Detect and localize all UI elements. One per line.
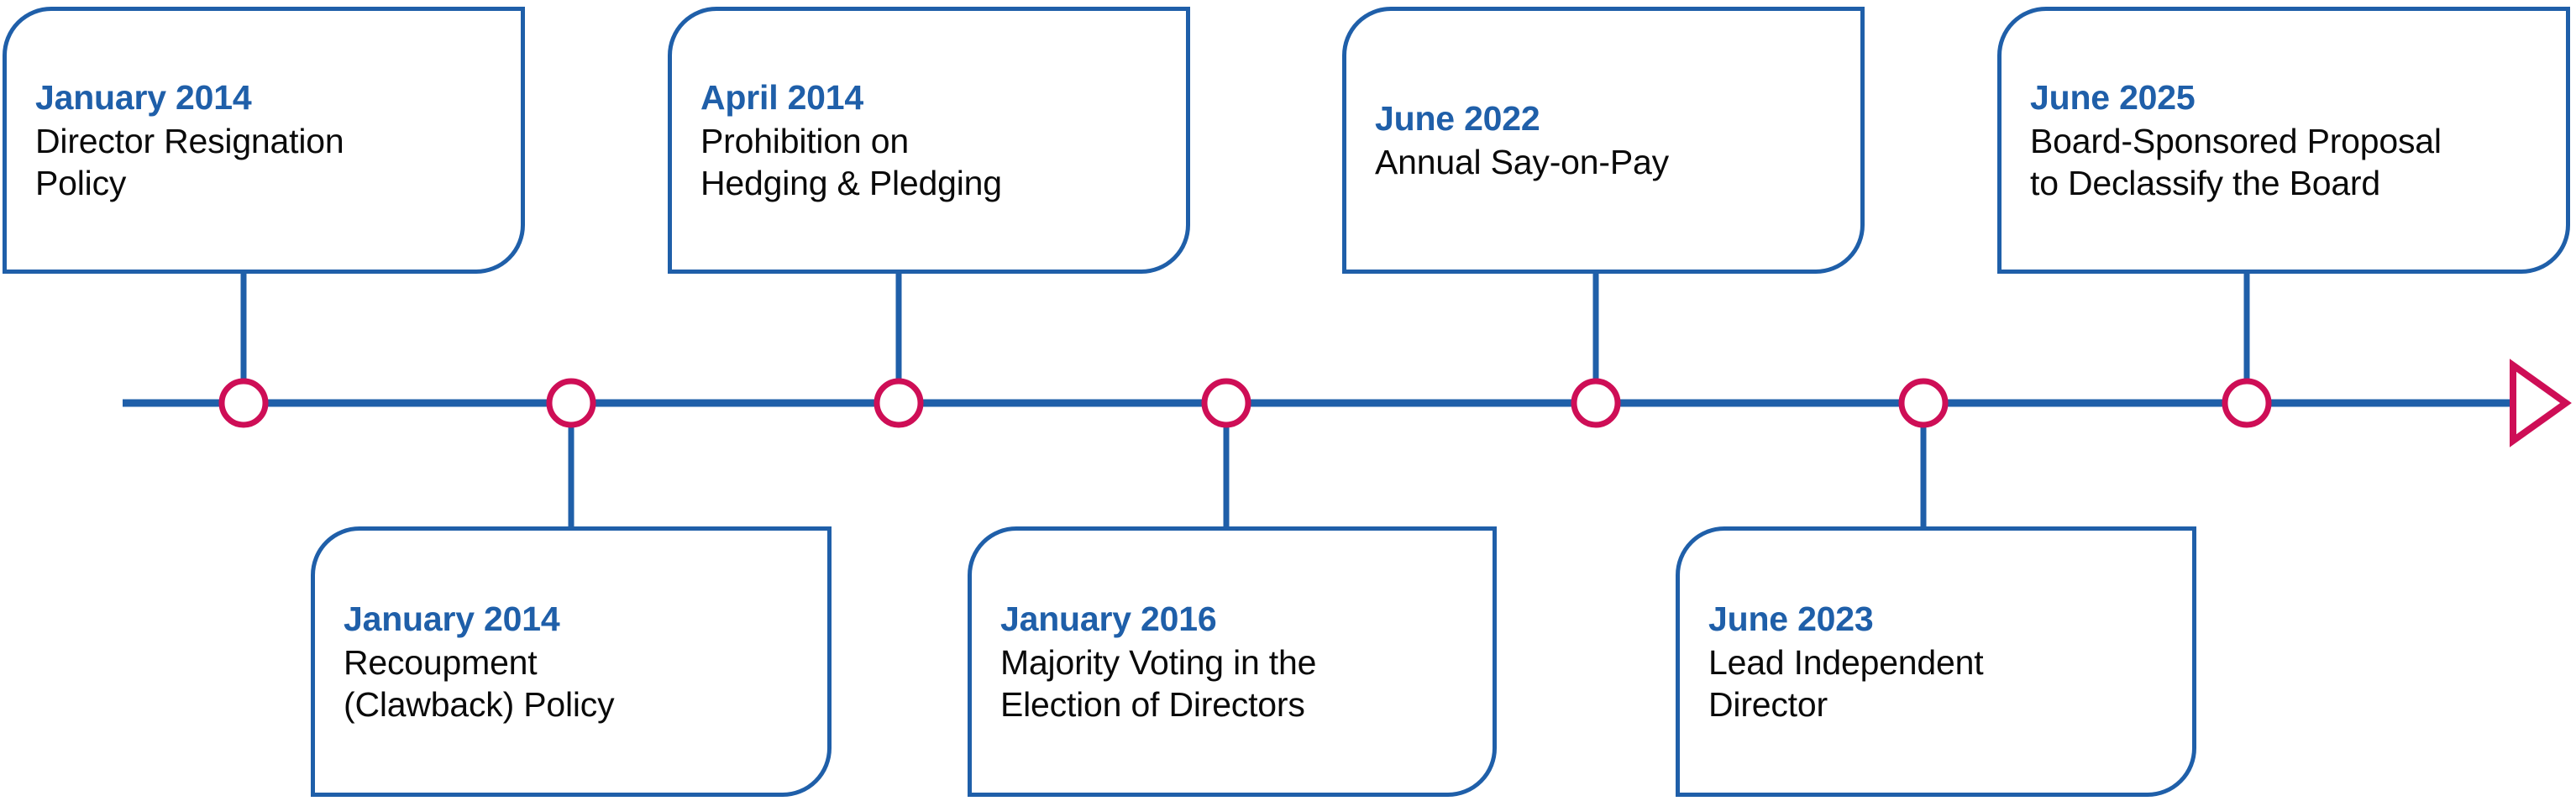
milestone-label: Annual Say-on-Pay: [1375, 141, 1832, 183]
milestone-label: Lead Independent Director: [1708, 641, 2164, 725]
milestone-label-line: Annual Say-on-Pay: [1375, 143, 1669, 181]
timeline-node-7[interactable]: [2222, 378, 2272, 428]
milestone-label: Prohibition on Hedging & Pledging: [700, 120, 1157, 204]
milestone-date: June 2023: [1708, 599, 1874, 638]
milestone-label-line: Prohibition on: [700, 121, 909, 160]
milestone-card-annual-say-on-pay[interactable]: June 2022 Annual Say-on-Pay: [1342, 7, 1865, 274]
timeline-node-1[interactable]: [218, 378, 269, 428]
milestone-label-line: Recoupment: [344, 642, 538, 682]
milestone-card-prohibition-hedging-pledging[interactable]: April 2014 Prohibition on Hedging & Pled…: [668, 7, 1190, 274]
timeline-node-3[interactable]: [874, 378, 924, 428]
milestone-date: June 2022: [1375, 98, 1540, 138]
milestone-date: June 2025: [2030, 77, 2196, 117]
milestone-card-majority-voting-election-directors[interactable]: January 2016 Majority Voting in the Elec…: [968, 526, 1497, 797]
timeline-node-4[interactable]: [1201, 378, 1251, 428]
milestone-card-board-sponsored-proposal-declassify[interactable]: June 2025 Board-Sponsored Proposal to De…: [1997, 7, 2570, 274]
timeline-arrow-icon: [2510, 359, 2572, 448]
timeline-node-5[interactable]: [1571, 378, 1621, 428]
milestone-label-line: Policy: [35, 164, 127, 202]
milestone-label: Recoupment (Clawback) Policy: [344, 641, 799, 725]
timeline-node-6[interactable]: [1898, 378, 1949, 428]
milestone-label-line: Majority Voting in the: [1000, 642, 1317, 682]
timeline-node-2[interactable]: [546, 378, 596, 428]
milestone-date: January 2014: [35, 77, 252, 117]
milestone-label: Director Resignation Policy: [35, 120, 492, 204]
milestone-card-recoupment-clawback-policy[interactable]: January 2014 Recoupment (Clawback) Polic…: [311, 526, 832, 797]
milestone-label-line: Board-Sponsored Proposal: [2030, 121, 2442, 160]
milestone-label-line: to Declassify the Board: [2030, 164, 2380, 202]
milestone-label-line: Election of Directors: [1000, 685, 1305, 724]
milestone-label-line: Hedging & Pledging: [700, 164, 1002, 202]
milestone-card-lead-independent-director[interactable]: June 2023 Lead Independent Director: [1676, 526, 2196, 797]
milestone-label-line: Lead Independent: [1708, 642, 1984, 682]
milestone-date: January 2014: [344, 599, 560, 638]
milestone-card-director-resignation-policy[interactable]: January 2014 Director Resignation Policy: [3, 7, 525, 274]
milestone-label: Board-Sponsored Proposal to Declassify t…: [2030, 120, 2537, 204]
milestone-label-line: Director Resignation: [35, 121, 344, 160]
milestone-date: January 2016: [1000, 599, 1217, 638]
milestone-label: Majority Voting in the Election of Direc…: [1000, 641, 1464, 725]
milestone-label-line: Director: [1708, 685, 1828, 724]
milestone-date: April 2014: [700, 77, 863, 117]
milestone-label-line: (Clawback) Policy: [344, 685, 615, 724]
